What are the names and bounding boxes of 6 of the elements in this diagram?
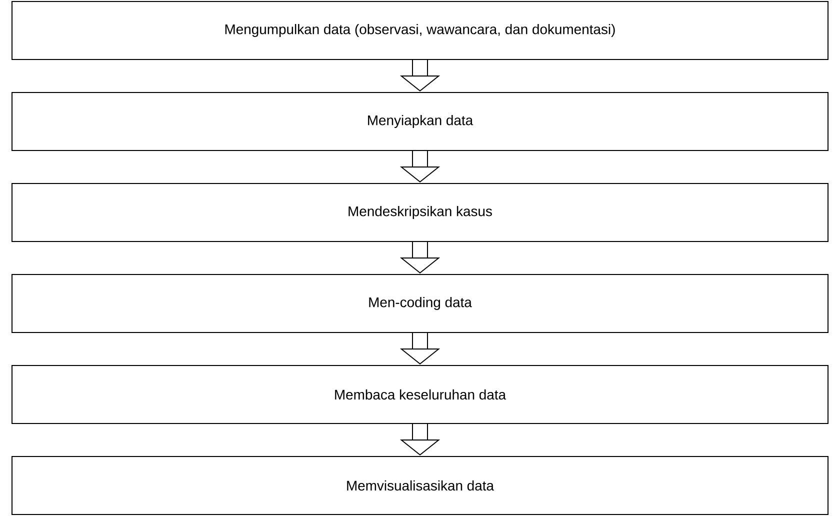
process-box: Mengumpulkan data (observasi, wawancara, dan dokumentasi) <box>12 1 828 60</box>
process-box: Menyiapkan data <box>12 92 828 151</box>
process-box: Membaca keseluruhan data <box>12 365 828 424</box>
process-box: Memvisualisasikan data <box>12 456 828 515</box>
process-box: Men-coding data <box>12 274 828 333</box>
process-box: Mendeskripsikan kasus <box>12 183 828 242</box>
